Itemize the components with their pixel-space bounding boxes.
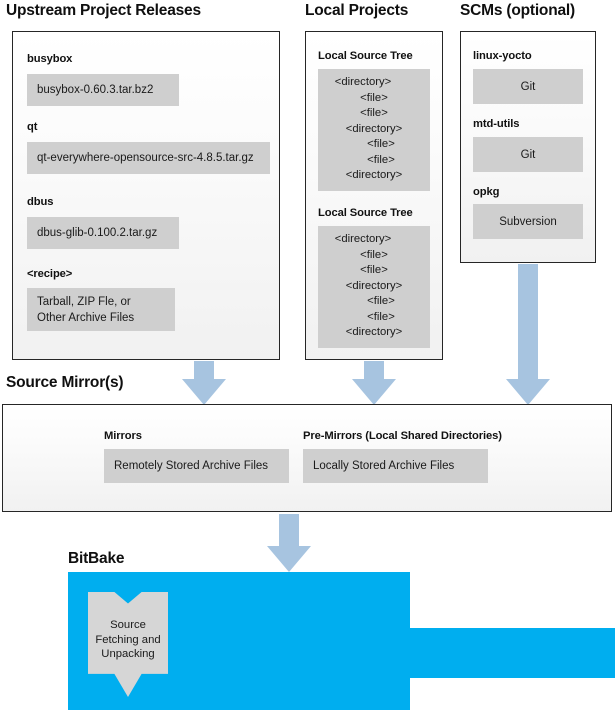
source-mirrors-heading: Source Mirror(s): [6, 374, 124, 391]
scm-item-label-mtd-utils: mtd-utils: [473, 118, 520, 130]
tree-row: <directory>: [345, 169, 403, 181]
arrow-scms-to-mirrors: [506, 264, 550, 405]
process-line-2: Fetching and: [95, 633, 161, 646]
arrow-local-projects-to-mirrors: [352, 361, 396, 405]
mirrors-label: Mirrors: [104, 430, 142, 442]
scm-item-label-linux-yocto: linux-yocto: [473, 50, 532, 62]
tree-row: <file>: [367, 153, 395, 166]
process-line-1: Source: [110, 619, 146, 631]
upstream-item-value-qt: qt-everywhere-opensource-src-4.8.5.tar.g…: [27, 142, 270, 174]
tree-row: <directory>: [345, 122, 403, 135]
process-line-3: Unpacking: [101, 648, 155, 660]
upstream-item-label-recipe: <recipe>: [27, 268, 73, 280]
tree-row: <file>: [360, 264, 388, 276]
local-source-tree-label-1: Local Source Tree: [318, 50, 413, 62]
scms-heading: SCMs (optional): [460, 2, 575, 19]
tree-row: <file>: [360, 248, 388, 261]
local-projects-heading: Local Projects: [305, 2, 409, 19]
pre-mirrors-value: Locally Stored Archive Files: [303, 449, 488, 483]
tree-row: <directory>: [345, 279, 403, 292]
upstream-recipe-line2: Other Archive Files: [37, 312, 135, 324]
upstream-item-value-recipe: Tarball, ZIP Fle, or Other Archive Files: [27, 288, 175, 331]
scm-item-label-opkg: opkg: [473, 186, 500, 198]
local-source-tree-2: <directory> <file> <file> <directory> <f…: [318, 226, 430, 348]
tree-row: <file>: [367, 295, 395, 307]
pre-mirrors-label: Pre-Mirrors (Local Shared Directories): [303, 430, 502, 442]
arrow-upstream-to-mirrors: [182, 361, 226, 405]
bitbake-heading: BitBake: [68, 550, 125, 567]
local-source-tree-label-2: Local Source Tree: [318, 207, 413, 219]
tree-row: <file>: [360, 91, 388, 104]
upstream-item-label-dbus: dbus: [27, 196, 54, 208]
source-fetching-unpacking-text: Source Fetching and Unpacking: [88, 618, 168, 662]
bitbake-body-extension: [410, 628, 615, 678]
scm-item-value-opkg: Subversion: [473, 204, 583, 239]
upstream-item-label-busybox: busybox: [27, 53, 73, 65]
tree-row: <directory>: [334, 233, 392, 245]
tree-row: <directory>: [345, 326, 403, 338]
upstream-heading: Upstream Project Releases: [6, 2, 201, 19]
upstream-recipe-line1: Tarball, ZIP Fle, or: [37, 296, 131, 308]
upstream-item-value-busybox: busybox-0.60.3.tar.bz2: [27, 74, 179, 106]
scm-item-value-mtd-utils: Git: [473, 137, 583, 172]
arrow-mirrors-to-bitbake: [267, 514, 311, 572]
tree-row: <file>: [367, 310, 395, 323]
scm-item-value-linux-yocto: Git: [473, 69, 583, 104]
upstream-item-label-qt: qt: [27, 121, 38, 133]
tree-row: <file>: [360, 107, 388, 119]
mirrors-value: Remotely Stored Archive Files: [104, 449, 289, 483]
tree-row: <directory>: [334, 76, 392, 88]
upstream-item-value-dbus: dbus-glib-0.100.2.tar.gz: [27, 217, 179, 249]
tree-row: <file>: [367, 138, 395, 150]
local-source-tree-1: <directory> <file> <file> <directory> <f…: [318, 69, 430, 191]
